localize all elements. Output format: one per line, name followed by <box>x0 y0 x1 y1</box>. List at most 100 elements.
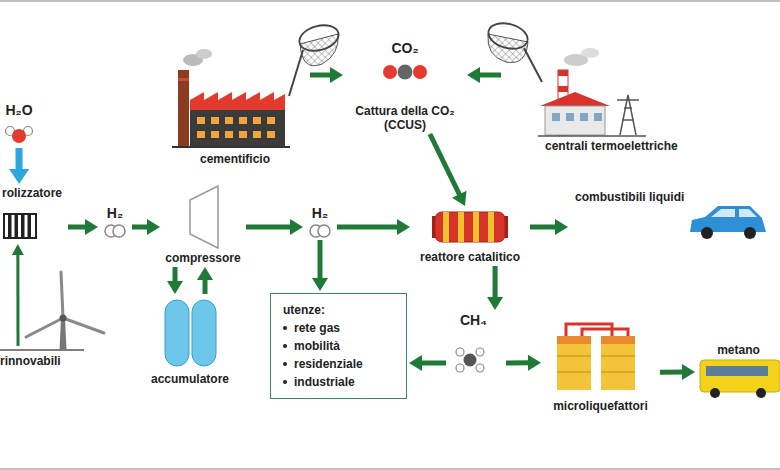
arrow-head <box>397 219 410 235</box>
chemical-formula: CO₂ <box>391 40 418 56</box>
flow-arrow <box>167 267 183 294</box>
icon-node: cementificio <box>172 22 308 166</box>
list-item: mobilità <box>283 337 340 355</box>
bus-wheel <box>710 388 720 398</box>
flow-arrow <box>12 244 24 346</box>
arrow-line <box>246 225 291 230</box>
oxygen-atom <box>12 129 26 143</box>
arrow-head <box>452 191 466 206</box>
node-label: Cattura della CO₂ <box>355 104 454 118</box>
net-handle <box>289 50 303 96</box>
flow-arrow <box>487 266 503 310</box>
icon-node: microliquefattori <box>543 318 658 413</box>
arrow-line <box>530 225 556 230</box>
electrolyzer-stripe <box>15 214 19 238</box>
bullet-dot <box>283 344 287 348</box>
icon-node: CO₂Cattura della CO₂(CCUS) <box>345 40 465 132</box>
plant-building <box>545 106 605 135</box>
hydrogen-molecule <box>318 225 330 237</box>
compressor-icon <box>190 186 218 248</box>
list-text: residenziale <box>294 355 363 373</box>
chimney-band <box>558 86 568 92</box>
flow-arrow <box>197 267 213 294</box>
icon-node: H₂O <box>3 102 35 146</box>
icon-node: combustibili liquidi <box>570 190 770 245</box>
bus-wheel <box>756 388 766 398</box>
icon-node: rolizzatore <box>0 186 66 242</box>
node-label: accumulatore <box>151 372 229 386</box>
turbine-tower <box>60 318 67 350</box>
flow-arrow <box>660 364 695 380</box>
electrolyzer-icon <box>4 214 36 238</box>
icon-node: reattore catalitico <box>412 208 528 264</box>
arrow-line <box>479 72 501 77</box>
hydrogen-atom <box>456 348 464 356</box>
arrow-head <box>330 67 343 83</box>
net-hoop <box>297 21 342 55</box>
ground-line <box>538 135 646 137</box>
tank-band <box>557 371 591 373</box>
liquefier-tank <box>601 336 635 390</box>
frame-line <box>0 0 780 2</box>
reactor-band <box>458 212 464 242</box>
turbine-blade <box>63 318 104 333</box>
factory-window <box>211 117 219 124</box>
reactor-band <box>473 212 479 242</box>
smoke <box>196 49 212 59</box>
net-handle <box>524 48 542 82</box>
hydrogen-atom <box>456 364 464 372</box>
box-heading: utenze: <box>283 301 325 319</box>
user-box: utenze:rete gasmobilitàresidenzialeindus… <box>270 293 407 399</box>
bus-window <box>706 366 768 376</box>
liquefier-tank <box>557 336 591 390</box>
plant-window <box>552 113 560 121</box>
arrow-line <box>337 225 398 230</box>
smoke <box>581 48 599 58</box>
flow-arrow <box>337 219 410 235</box>
icon-node: metano <box>697 343 780 398</box>
icon-node: H₂ <box>100 205 130 238</box>
turbine-hub <box>60 315 67 322</box>
arrow-head <box>167 281 183 294</box>
arrow-head <box>312 278 328 291</box>
net-hoop <box>486 19 531 53</box>
arrow-line <box>493 266 498 298</box>
arrow-line <box>430 134 460 195</box>
car-window <box>739 209 757 217</box>
tank-band <box>601 371 635 373</box>
plant-window <box>566 113 574 121</box>
flow-arrow <box>312 240 328 291</box>
arrow-line <box>16 254 19 346</box>
tank-cap <box>557 336 591 344</box>
node-label: microliquefattori <box>553 399 648 413</box>
storage-tank <box>192 300 216 366</box>
factory-window <box>211 131 219 138</box>
factory-window <box>253 131 261 138</box>
arrow-line <box>16 148 23 171</box>
list-text: rete gas <box>294 319 340 337</box>
flow-arrow <box>409 355 446 371</box>
list-item: rete gas <box>283 319 340 337</box>
icon-node: accumulatore <box>145 296 235 386</box>
arrow-line <box>506 360 529 365</box>
bullet-dot <box>283 380 287 384</box>
factory-window <box>197 131 205 138</box>
chimney <box>178 70 189 147</box>
factory-window <box>225 131 233 138</box>
reactor-body <box>435 212 505 242</box>
tank-band <box>557 355 591 357</box>
list-text: industriale <box>294 373 355 391</box>
flow-arrow <box>506 355 541 371</box>
node-label: combustibili liquidi <box>575 190 684 204</box>
arrow-line <box>202 279 207 294</box>
electrolyzer-stripe <box>21 214 25 238</box>
electrolyzer-stripe <box>8 214 12 238</box>
flow-arrow <box>530 219 568 235</box>
arrow-line <box>172 267 177 282</box>
flow-arrow <box>9 148 29 184</box>
node-label: centrali termoelettriche <box>545 139 678 153</box>
arrow-line <box>421 360 446 365</box>
arrow-head <box>290 219 303 235</box>
oxygen-atom <box>413 65 427 79</box>
